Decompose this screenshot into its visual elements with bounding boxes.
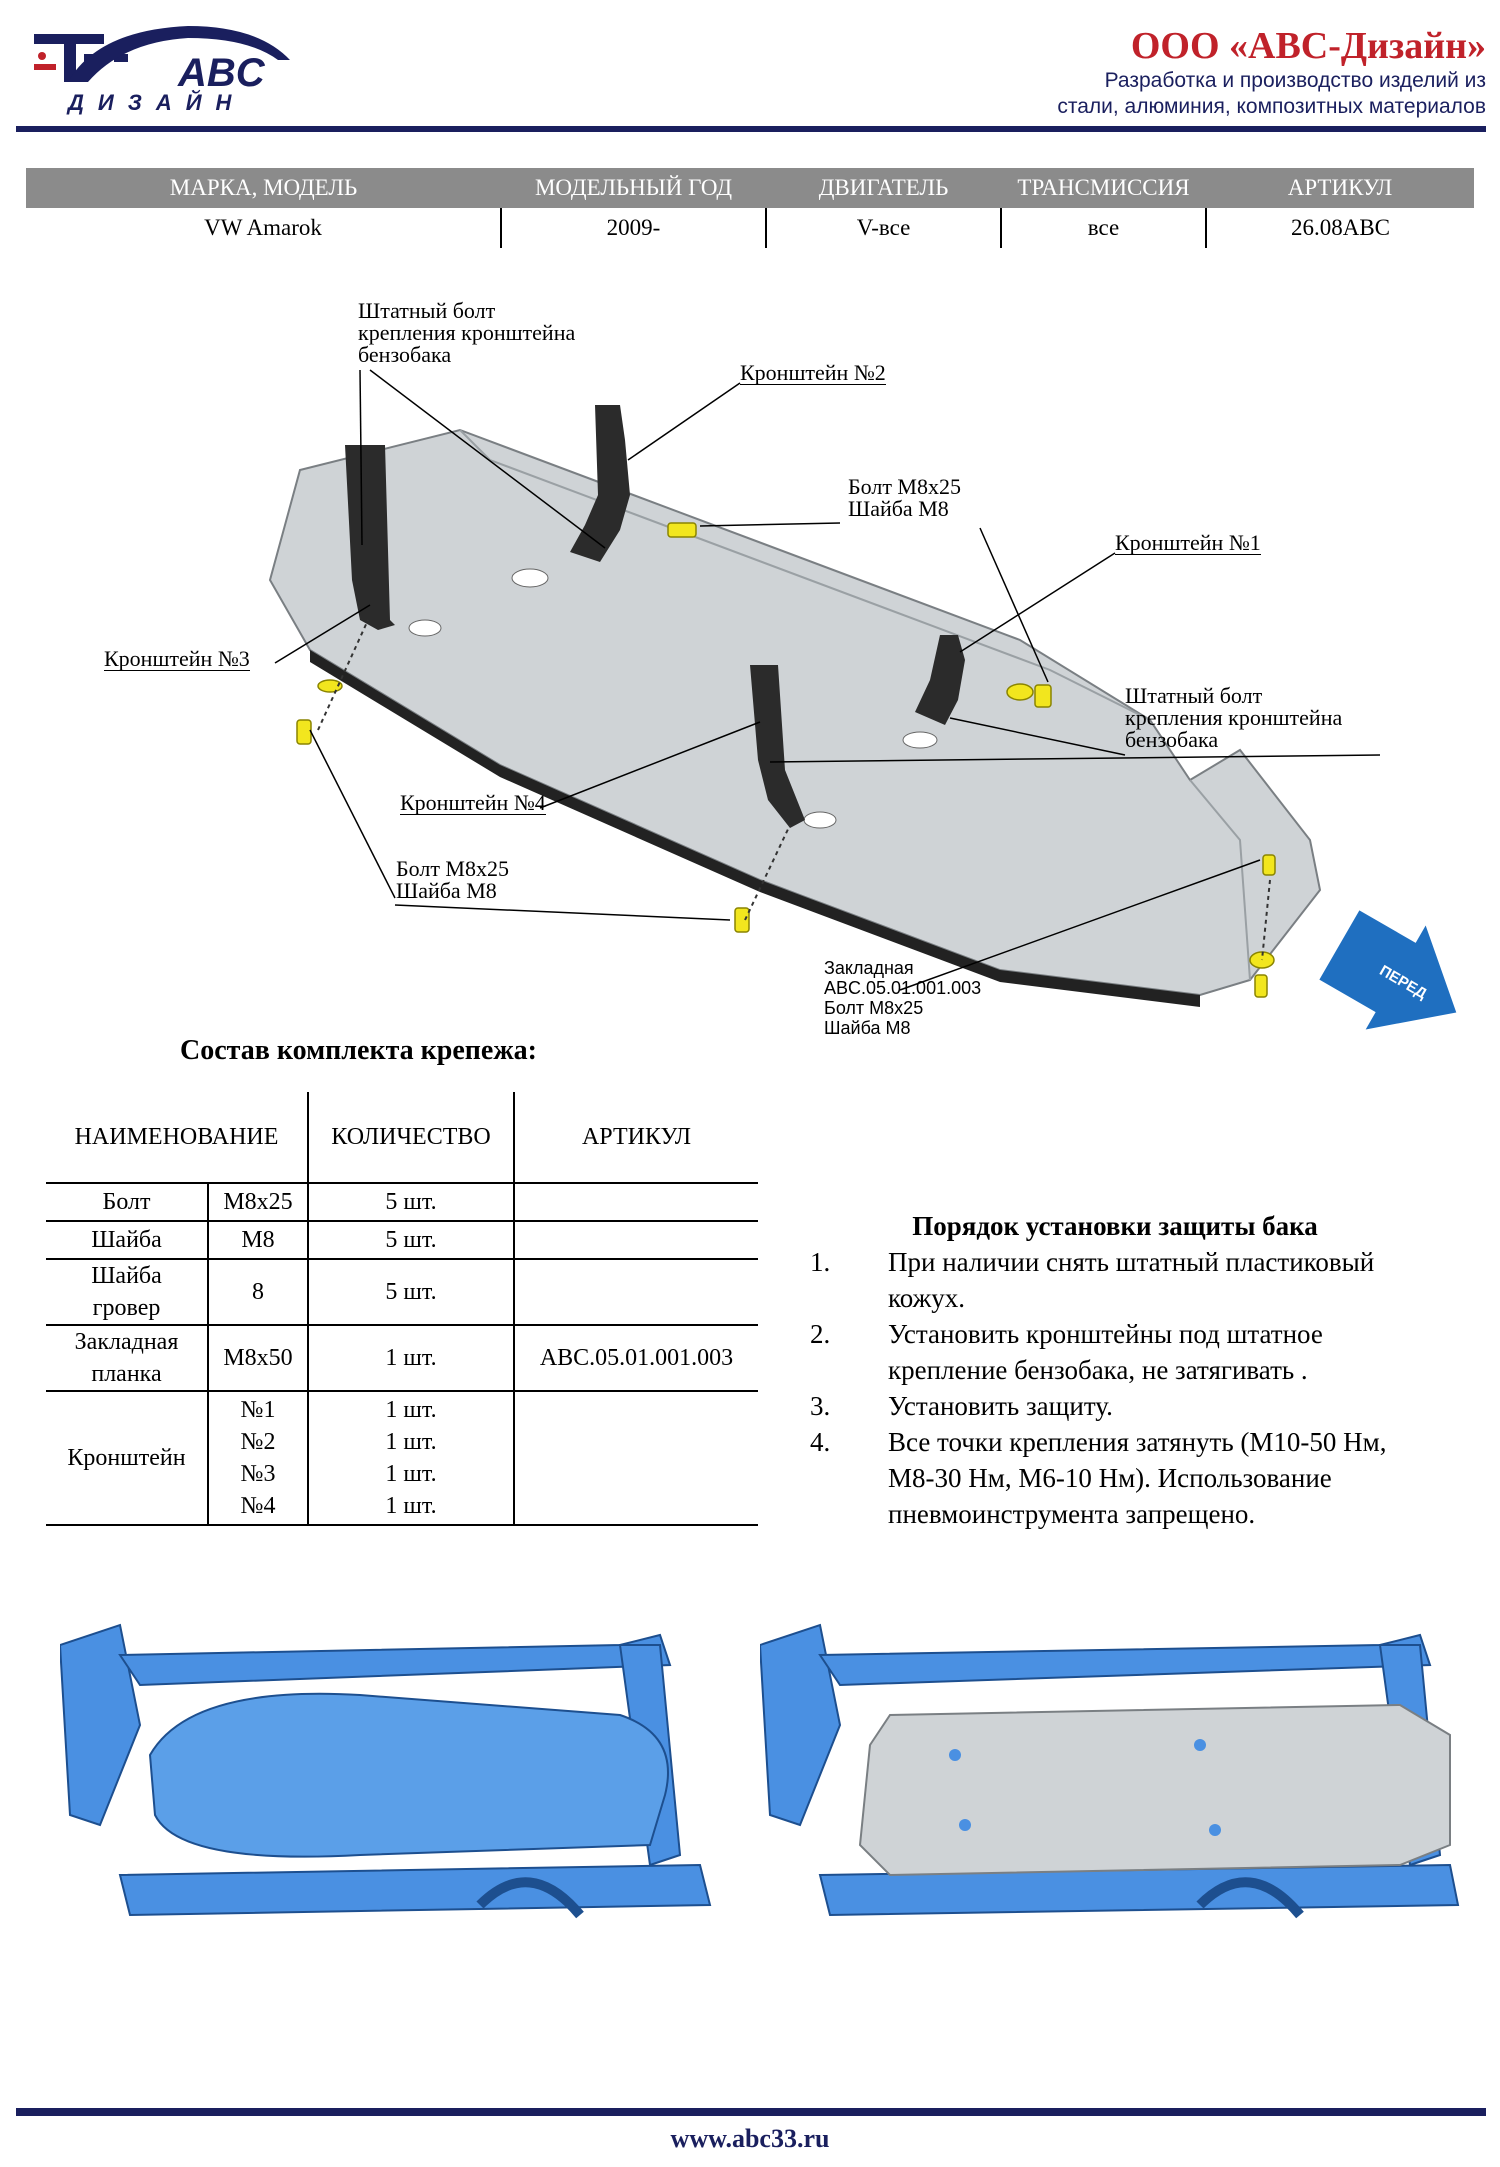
- kit-title: Состав комплекта крепежа:: [180, 1035, 537, 1066]
- assembly-diagram: ПЕРЕД Штатный болт крепления кронштейна …: [0, 280, 1500, 1050]
- company-name: ООО «ABC-Дизайн»: [1130, 25, 1486, 67]
- kit-item-name: Шайба гровер: [46, 1258, 208, 1325]
- kit-row: Закладная планка М8х50 1 шт. ABC.05.01.0…: [46, 1324, 758, 1391]
- spec-row: VW Amarok 2009- V-все все 26.08ABC: [26, 208, 1474, 248]
- kit-item-size: М8х25: [207, 1182, 308, 1221]
- label-std-bolt-right: Штатный болт крепления кронштейна бензоб…: [1125, 683, 1343, 752]
- header-divider: [16, 126, 1486, 132]
- kit-item-qty: 5 шт.: [307, 1258, 514, 1325]
- kit-bracket-sizes: №1 №2 №3 №4: [207, 1390, 308, 1526]
- kit-header-article: АРТИКУЛ: [513, 1092, 758, 1183]
- install-step: 2.Установить кронштейны под штатное креп…: [810, 1319, 1323, 1385]
- label-bracket-2: Кронштейн №2: [740, 360, 886, 385]
- scan-image-tank: [58, 1605, 720, 1985]
- label-std-bolt-top: Штатный болт крепления кронштейна бензоб…: [358, 298, 576, 367]
- logo-subtext: ДИЗАЙН: [66, 89, 245, 115]
- spec-model: VW Amarok: [204, 215, 322, 240]
- kit-row: Шайба гровер 8 5 шт.: [46, 1258, 758, 1325]
- kit-table: НАИМЕНОВАНИЕ КОЛИЧЕСТВО АРТИКУЛ Болт М8х…: [46, 1092, 758, 1526]
- kit-bracket-qtys: 1 шт. 1 шт. 1 шт. 1 шт.: [307, 1390, 514, 1526]
- spec-article: 26.08ABC: [1205, 208, 1474, 248]
- kit-item-qty: 1 шт.: [307, 1324, 514, 1391]
- kit-item-article: [513, 1220, 758, 1259]
- spec-transmission: все: [1000, 208, 1206, 248]
- spec-header-model: МАРКА, МОДЕЛЬ: [26, 168, 501, 208]
- install-order-title: Порядок установки защиты бака: [912, 1211, 1318, 1241]
- kit-item-article: ABC.05.01.001.003: [513, 1324, 758, 1391]
- company-block: ООО «ABC-Дизайн» Разработка и производст…: [1057, 24, 1486, 120]
- skid-plate-drawing: [268, 428, 1322, 1007]
- spec-year: 2009-: [500, 208, 766, 248]
- install-order: Порядок установки защиты бака 1.При нали…: [800, 1208, 1400, 1532]
- kit-item-qty: 5 шт.: [307, 1220, 514, 1259]
- kit-row: Шайба М8 5 шт.: [46, 1220, 758, 1259]
- kit-item-name: Кронштейн: [46, 1390, 208, 1526]
- kit-row-bracket: Кронштейн №1 №2 №3 №4 1 шт. 1 шт. 1 шт. …: [46, 1390, 758, 1526]
- label-bracket-4: Кронштейн №4: [400, 790, 546, 815]
- scan-image-protected: [758, 1605, 1460, 1985]
- company-logo: ABC ДИЗАЙН: [28, 20, 308, 120]
- kit-item-size: М8: [207, 1220, 308, 1259]
- kit-header-qty: КОЛИЧЕСТВО: [307, 1092, 514, 1183]
- brackets-drawing: [345, 405, 965, 828]
- kit-item-article: [513, 1182, 758, 1221]
- leader-lines: [274, 369, 1381, 991]
- install-step: 1.При наличии снять штатный пластиковый …: [810, 1247, 1375, 1313]
- label-bracket-1: Кронштейн №1: [1115, 530, 1261, 555]
- kit-header-name: НАИМЕНОВАНИЕ: [74, 1123, 279, 1150]
- kit-item-size: М8х50: [207, 1324, 308, 1391]
- kit-item-size: 8: [207, 1258, 308, 1325]
- kit-item-name: Болт: [46, 1182, 208, 1221]
- website-link[interactable]: www.abc33.ru: [670, 2124, 830, 2153]
- kit-item-article: [513, 1390, 758, 1526]
- spec-header-transmission: ТРАНСМИССИЯ: [1001, 168, 1206, 208]
- kit-item-name: Шайба: [46, 1220, 208, 1259]
- install-step: 4.Все точки крепления затянуть (М10-50 Н…: [810, 1427, 1387, 1529]
- spec-header-year: МОДЕЛЬНЫЙ ГОД: [501, 168, 766, 208]
- spec-table: МАРКА, МОДЕЛЬ МОДЕЛЬНЫЙ ГОД ДВИГАТЕЛЬ ТР…: [26, 168, 1474, 248]
- footer-divider: [16, 2108, 1486, 2116]
- spec-header-article: АРТИКУЛ: [1206, 168, 1474, 208]
- label-bolt-top: Болт М8х25 Шайба М8: [848, 474, 961, 521]
- kit-item-name: Закладная планка: [46, 1324, 208, 1391]
- kit-header-row: НАИМЕНОВАНИЕ КОЛИЧЕСТВО АРТИКУЛ: [46, 1092, 758, 1183]
- kit-row: Болт М8х25 5 шт.: [46, 1182, 758, 1221]
- company-line2: стали, алюминия, композитных материалов: [1057, 95, 1486, 118]
- spec-header-row: МАРКА, МОДЕЛЬ МОДЕЛЬНЫЙ ГОД ДВИГАТЕЛЬ ТР…: [26, 168, 1474, 208]
- kit-item-qty: 5 шт.: [307, 1182, 514, 1221]
- label-bracket-3: Кронштейн №3: [104, 646, 250, 671]
- kit-item-article: [513, 1258, 758, 1325]
- company-line1: Разработка и производство изделий из: [1104, 69, 1486, 92]
- install-step: 3.Установить защиту.: [810, 1391, 1113, 1421]
- label-insert: Закладная ABC.05.01.001.003 Болт М8х25 Ш…: [824, 958, 982, 1038]
- logo-text: ABC: [177, 51, 266, 95]
- direction-arrow: ПЕРЕД: [1319, 910, 1457, 1030]
- spec-engine: V-все: [765, 208, 1001, 248]
- label-bolt-bottom: Болт М8х25 Шайба М8: [396, 856, 509, 903]
- spec-header-engine: ДВИГАТЕЛЬ: [766, 168, 1001, 208]
